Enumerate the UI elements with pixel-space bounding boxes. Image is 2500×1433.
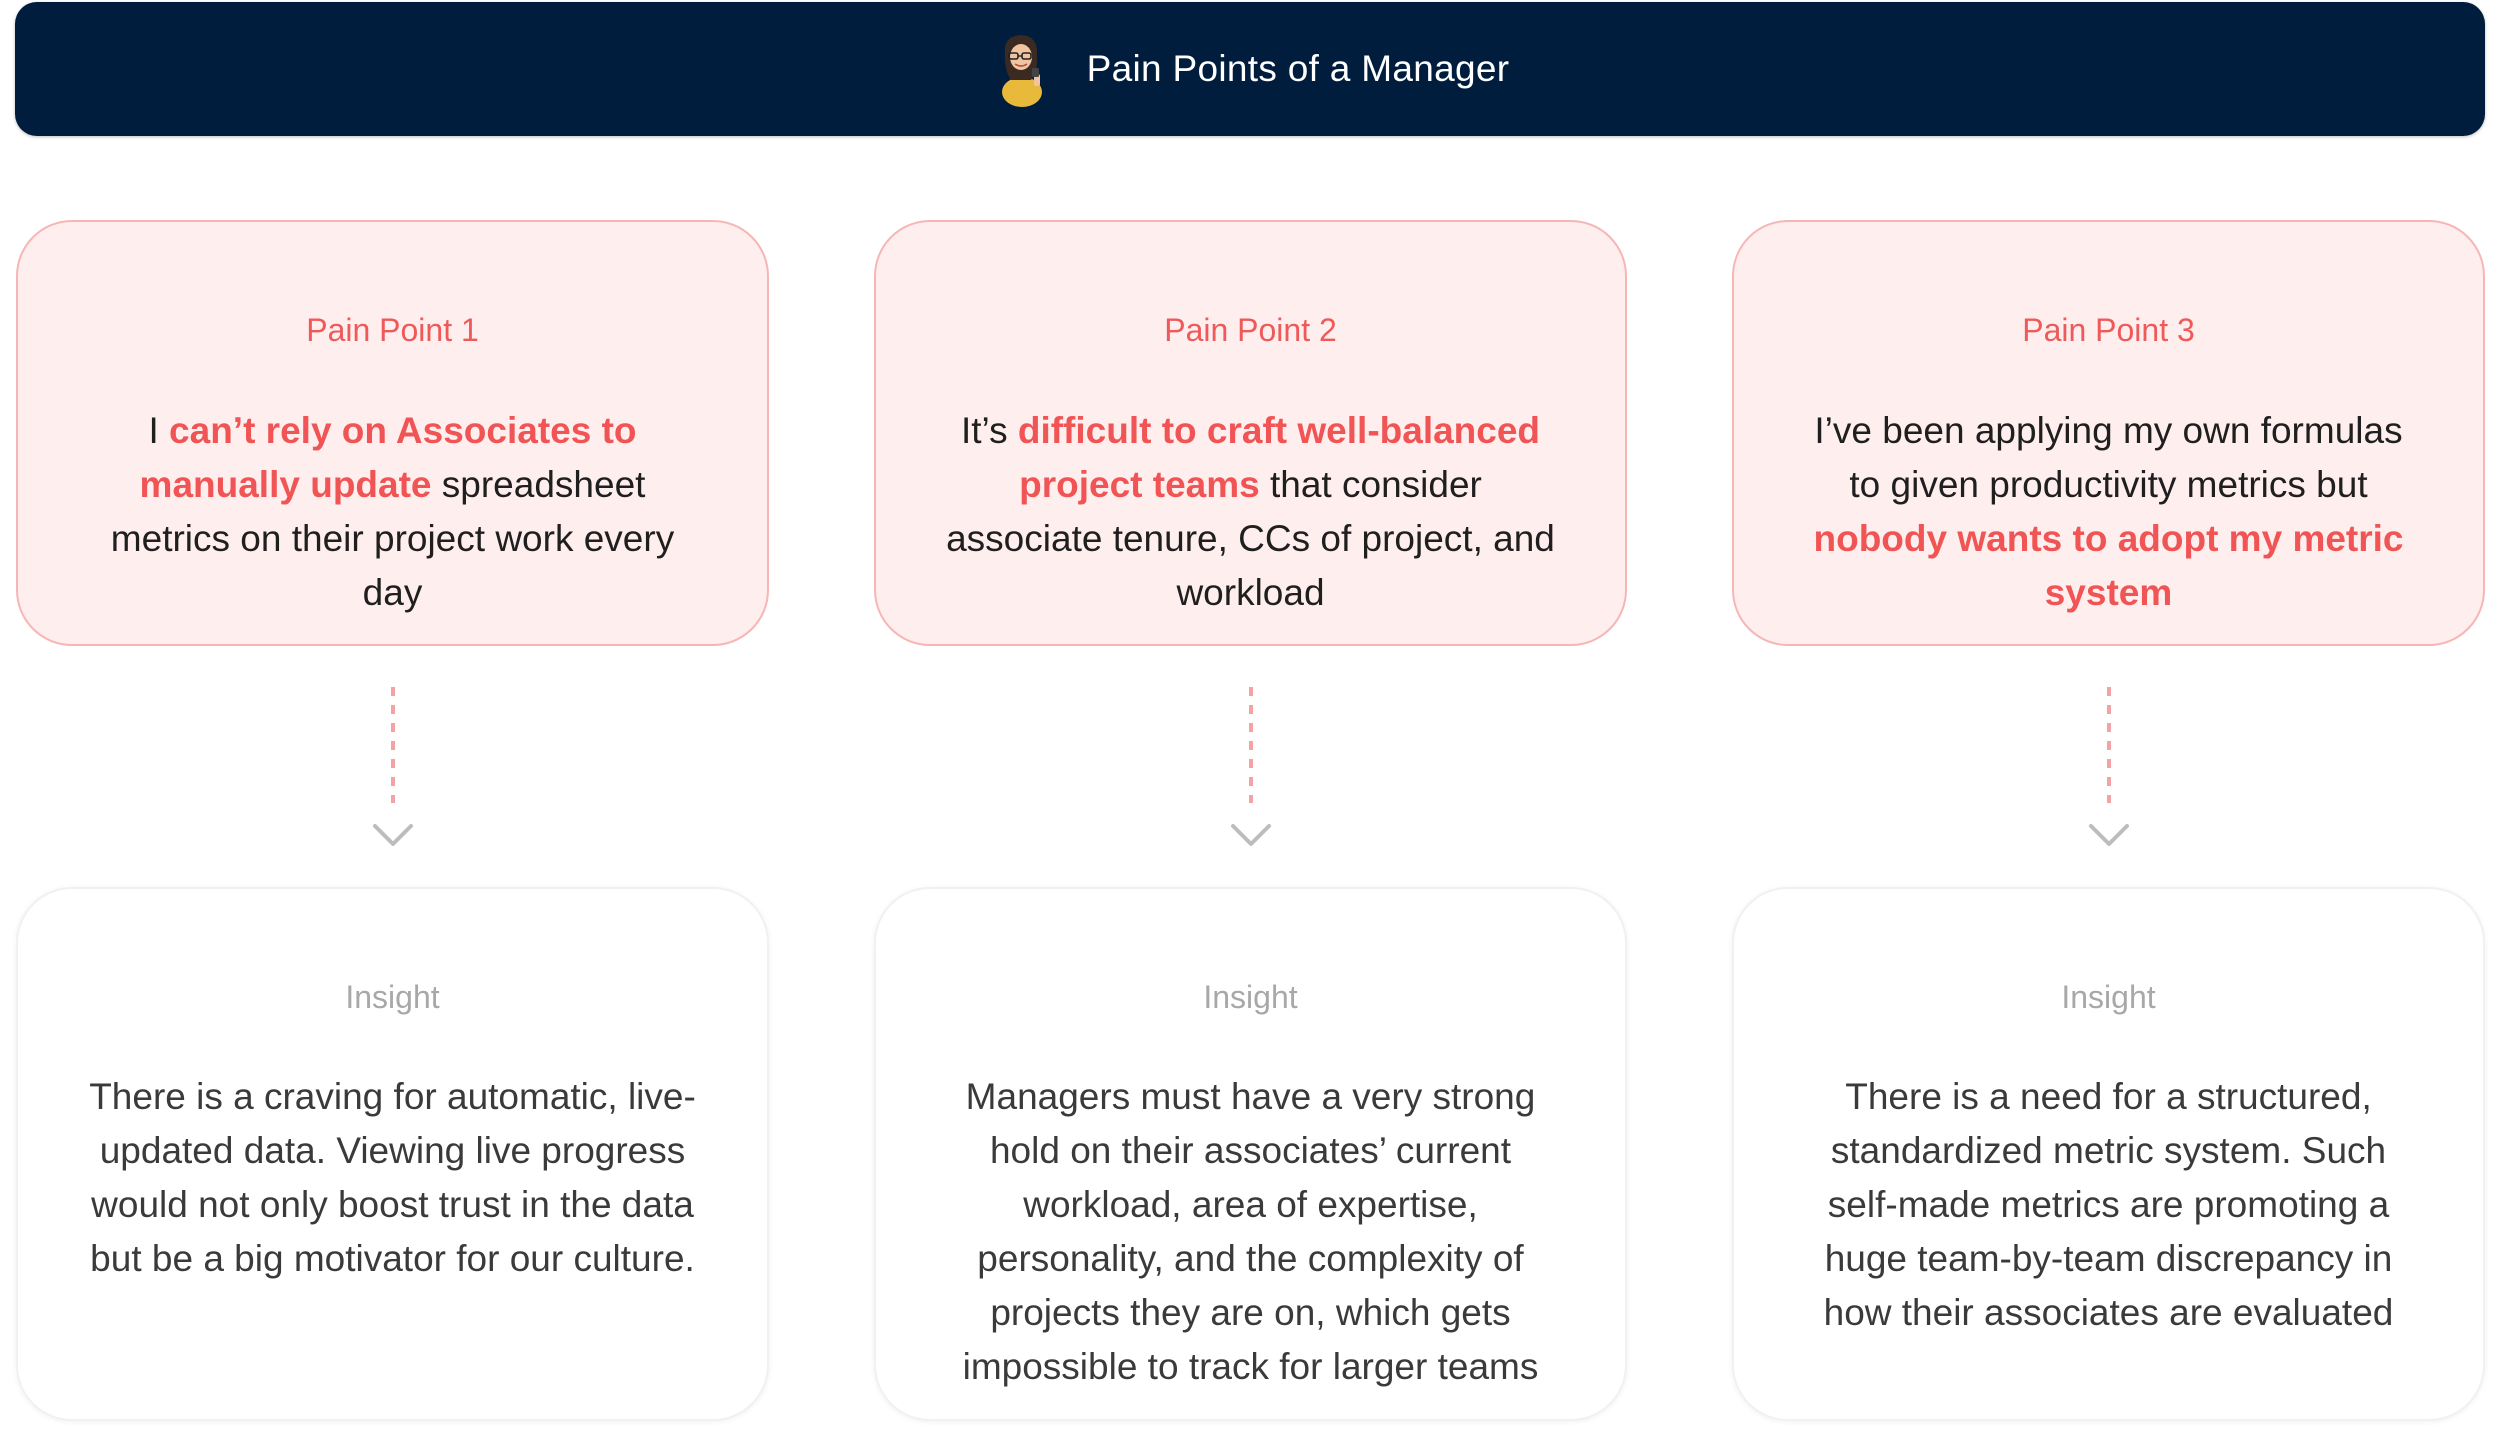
pain-point-text: I’ve been applying my own formulas to gi… — [1794, 404, 2423, 620]
page-title: Pain Points of a Manager — [1086, 48, 1510, 89]
insight-card-3: Insight There is a need for a structured… — [1732, 887, 2485, 1421]
pain-text-highlight: can’t rely on Associates to manually upd… — [139, 410, 637, 505]
pain-text-segment: that consider associate tenure, CCs of p… — [946, 464, 1555, 613]
insight-text: Managers must have a very strong hold on… — [962, 1076, 1539, 1387]
pain-point-text: I can’t rely on Associates to manually u… — [78, 404, 707, 620]
pain-text-segment: I’ve been applying my own formulas to gi… — [1814, 410, 2403, 505]
insight-label: Insight — [1203, 979, 1298, 1015]
pain-point-card-1: Pain Point 1 I can’t rely on Associates … — [16, 220, 769, 646]
header-content: Pain Points of a Manager — [991, 30, 1510, 108]
pain-text-segment: spreadsheet metrics on their project wor… — [110, 464, 675, 613]
insight-card-1: Insight There is a craving for automatic… — [16, 887, 769, 1421]
pain-point-card-2: Pain Point 2 It’s difficult to craft wel… — [874, 220, 1627, 646]
dashed-arrow-down-icon — [373, 687, 413, 846]
pain-point-card-3: Pain Point 3 I’ve been applying my own f… — [1732, 220, 2485, 646]
pain-text-highlight: nobody wants to adopt my metric system — [1813, 518, 2404, 613]
woman-avatar-icon — [1001, 35, 1042, 107]
dashed-arrow-down-icon — [2089, 687, 2129, 846]
insight-card-2: Insight Managers must have a very strong… — [874, 887, 1627, 1421]
pain-point-label: Pain Point 2 — [1164, 312, 1337, 348]
header-bar: Pain Points of a Manager — [15, 2, 2485, 136]
pain-point-label: Pain Point 3 — [2022, 312, 2195, 348]
dashed-arrow-down-icon — [1231, 687, 1271, 846]
pain-text-highlight: difficult to craft well-balanced project… — [1017, 410, 1541, 505]
insight-label: Insight — [2061, 979, 2156, 1015]
pain-point-text: It’s difficult to craft well-balanced pr… — [936, 404, 1565, 620]
insight-label: Insight — [345, 979, 440, 1015]
pain-text-segment: It’s — [960, 410, 1018, 451]
pain-text-segment: I — [148, 410, 170, 451]
insight-text: There is a need for a structured, standa… — [1823, 1076, 2394, 1333]
insight-text: There is a craving for automatic, live-u… — [89, 1076, 696, 1279]
pain-point-label: Pain Point 1 — [306, 312, 479, 348]
